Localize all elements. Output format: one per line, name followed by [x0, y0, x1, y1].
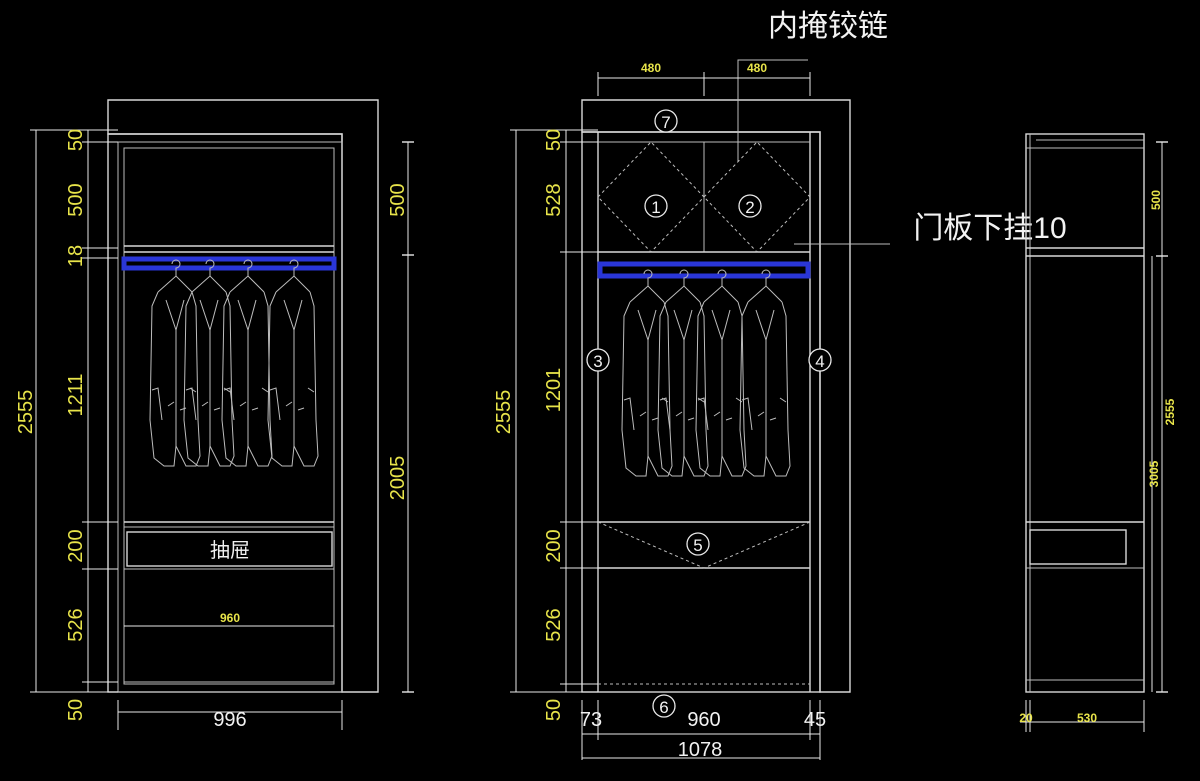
- svg-text:7: 7: [661, 113, 670, 132]
- left-dim-5: 200: [65, 529, 87, 562]
- svg-text:4: 4: [815, 352, 824, 371]
- left-elevation: 抽屉 960 50 500 18 1211 200 526 50 2555 50…: [15, 99, 414, 731]
- side-dim-500: 500: [1149, 190, 1163, 210]
- side-dim-3005: 3005: [1147, 460, 1161, 487]
- svg-text:6: 6: [659, 698, 668, 717]
- side-dim-2555: 2555: [1163, 398, 1177, 425]
- part-circle-3: 3: [586, 348, 610, 372]
- top-dim-480-a: 480: [641, 61, 661, 75]
- mid-left-dim-4: 200: [543, 529, 565, 562]
- bottom-width-996: 996: [213, 709, 246, 731]
- door-note: 门板下挂10: [913, 212, 1066, 245]
- left-dim-3: 18: [65, 245, 87, 267]
- left-dim-1: 50: [65, 129, 87, 151]
- svg-text:2: 2: [745, 198, 754, 217]
- side-elevation: 500 2555 3005 20 530: [1019, 133, 1177, 732]
- svg-text:1: 1: [651, 198, 660, 217]
- left-overall-height: 2555: [15, 390, 37, 435]
- side-bottom-dim-20: 20: [1019, 711, 1033, 725]
- left-dim-4: 1211: [65, 373, 87, 416]
- bottom-dim-45: 45: [804, 709, 826, 731]
- mid-left-dim-6: 50: [543, 699, 565, 721]
- svg-text:5: 5: [693, 536, 702, 555]
- side-bottom-dim-530: 530: [1077, 711, 1097, 725]
- middle-elevation: 内掩铰链 门板下挂10 1 2 3 4 5 6 7 480 480 50 528…: [493, 10, 1067, 761]
- right-dim-2005: 2005: [387, 456, 409, 501]
- left-dim-6: 526: [65, 608, 87, 641]
- part-circle-6: 6: [652, 694, 676, 718]
- hinge-note: 内掩铰链: [768, 10, 888, 43]
- part-circle-7: 7: [654, 109, 678, 133]
- top-dim-480-b: 480: [747, 61, 767, 75]
- drawer-label: 抽屉: [210, 539, 250, 562]
- right-dim-500: 500: [387, 183, 409, 216]
- left-dim-7: 50: [65, 699, 87, 721]
- part-circle-4: 4: [808, 348, 832, 372]
- inner-width-label: 960: [220, 611, 240, 625]
- mid-overall-height: 2555: [493, 390, 515, 435]
- bottom-dim-960: 960: [687, 709, 720, 731]
- left-dim-2: 500: [65, 183, 87, 216]
- svg-text:3: 3: [593, 352, 602, 371]
- mid-left-dim-1: 50: [543, 129, 565, 151]
- mid-left-dim-3: 1201: [543, 368, 565, 413]
- mid-left-dim-2: 528: [543, 183, 565, 216]
- part-circle-5: 5: [686, 532, 710, 556]
- part-circle-2: 2: [738, 194, 762, 218]
- part-circle-1: 1: [644, 194, 668, 218]
- overall-width-1078: 1078: [678, 739, 723, 761]
- mid-left-dim-5: 526: [543, 608, 565, 641]
- bottom-dim-73: 73: [580, 709, 602, 731]
